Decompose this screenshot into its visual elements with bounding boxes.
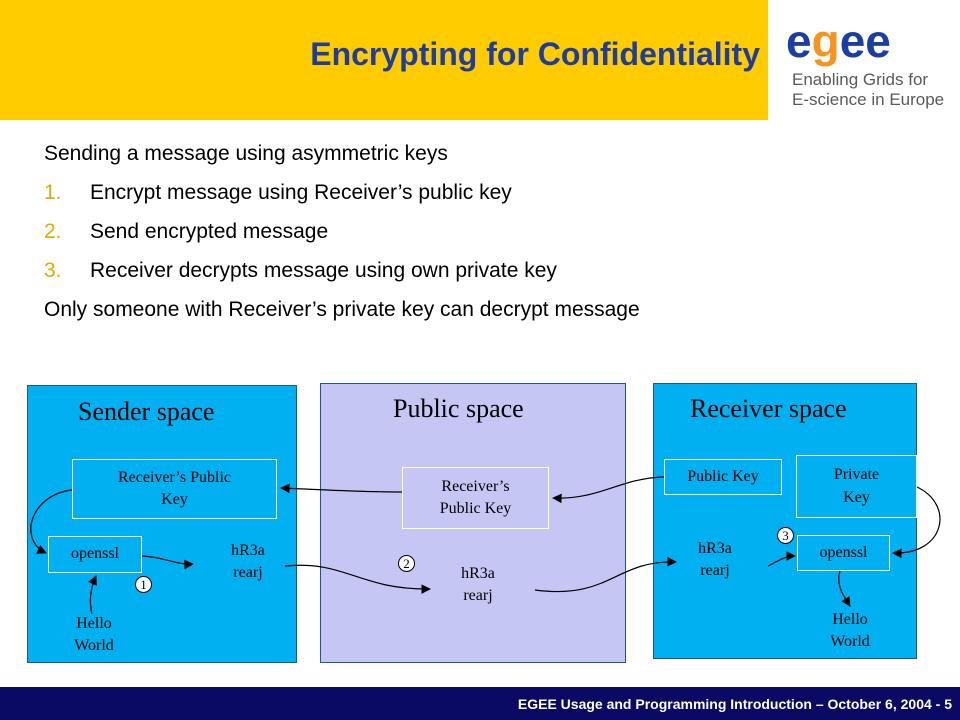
sender-cipher-line-1: hR3a [231, 542, 265, 559]
receiver-plain-line-1: Hello [832, 611, 868, 628]
step-badge-3: 3 [777, 527, 794, 544]
sender-plain-line-2: World [74, 637, 114, 655]
public-space-title: Public space [393, 394, 524, 423]
receiver-openssl-box: openssl [797, 535, 890, 571]
step-number: 1. [44, 181, 62, 204]
step-text: Receiver decrypts message using own priv… [90, 259, 557, 282]
logo-word: egee [786, 14, 891, 68]
public-key-line-1: Receiver’s [441, 477, 510, 495]
page-title: Encrypting for Confidentiality [310, 36, 760, 72]
sender-tool-label: openssl [71, 545, 119, 563]
sender-cipher-line-2: rearj [233, 564, 263, 582]
sender-openssl-box: openssl [48, 536, 142, 573]
public-cipher-line-1: hR3a [461, 565, 495, 582]
logo-letters-ee: ee [839, 15, 891, 67]
bullet-intro: Sending a message using asymmetric keys [44, 142, 448, 165]
step-text: Send encrypted message [90, 220, 329, 243]
logo-tagline-1: Enabling Grids for [792, 70, 929, 89]
logo-tagline-2: E-science in Europe [792, 90, 945, 109]
step-number: 2. [44, 220, 62, 243]
receiver-public-key-label: Public Key [687, 467, 759, 485]
footer-text: EGEE Usage and Programming Introduction … [517, 696, 952, 712]
receiver-plain-line-2: World [830, 633, 870, 651]
receiver-public-key-box: Public Key [664, 459, 782, 495]
receiver-ciphertext: hR3a rearj [685, 538, 745, 583]
bullet-conclusion: Only someone with Receiver’s private key… [44, 298, 640, 321]
public-cipher-line-2: rearj [463, 587, 493, 605]
bullet-step-1: 1. Encrypt message using Receiver’s publi… [44, 173, 924, 212]
receiver-space-title: Receiver space [690, 394, 847, 423]
sender-ciphertext: hR3a rearj [218, 540, 278, 585]
egee-logo: egee Enabling Grids for E-science in Eur… [780, 14, 950, 114]
logo-letter-e: e [786, 15, 812, 67]
bullet-step-2: 2. Send encrypted message [44, 212, 924, 251]
step-badge-2: 2 [398, 555, 415, 572]
bullet-list: Sending a message using asymmetric keys … [44, 134, 924, 329]
footer-bar: EGEE Usage and Programming Introduction … [0, 687, 960, 720]
sender-plain-line-1: Hello [76, 615, 112, 632]
sender-key-line-1: Receiver’s Public [117, 468, 231, 486]
bullet-step-3: 3. Receiver decrypts message using own pr… [44, 251, 924, 290]
sender-space-title: Sender space [78, 397, 215, 426]
public-key-line-2: Public Key [439, 500, 512, 517]
public-space [320, 383, 626, 663]
private-key-line-2: Key [843, 488, 870, 506]
receiver-space [653, 383, 917, 659]
public-ciphertext: hR3a rearj [448, 563, 508, 608]
step-number: 3. [44, 259, 62, 282]
header-band [0, 0, 768, 120]
logo-letter-g: g [811, 15, 840, 67]
receiver-cipher-line-1: hR3a [698, 540, 732, 557]
step-text: Encrypt message using Receiver’s public … [90, 181, 512, 204]
step-badge-1: 1 [135, 576, 152, 593]
receiver-cipher-line-2: rearj [700, 562, 730, 580]
private-key-line-1: Private [833, 466, 880, 484]
sender-key-line-2: Key [161, 491, 188, 508]
receiver-tool-label: openssl [819, 543, 868, 561]
